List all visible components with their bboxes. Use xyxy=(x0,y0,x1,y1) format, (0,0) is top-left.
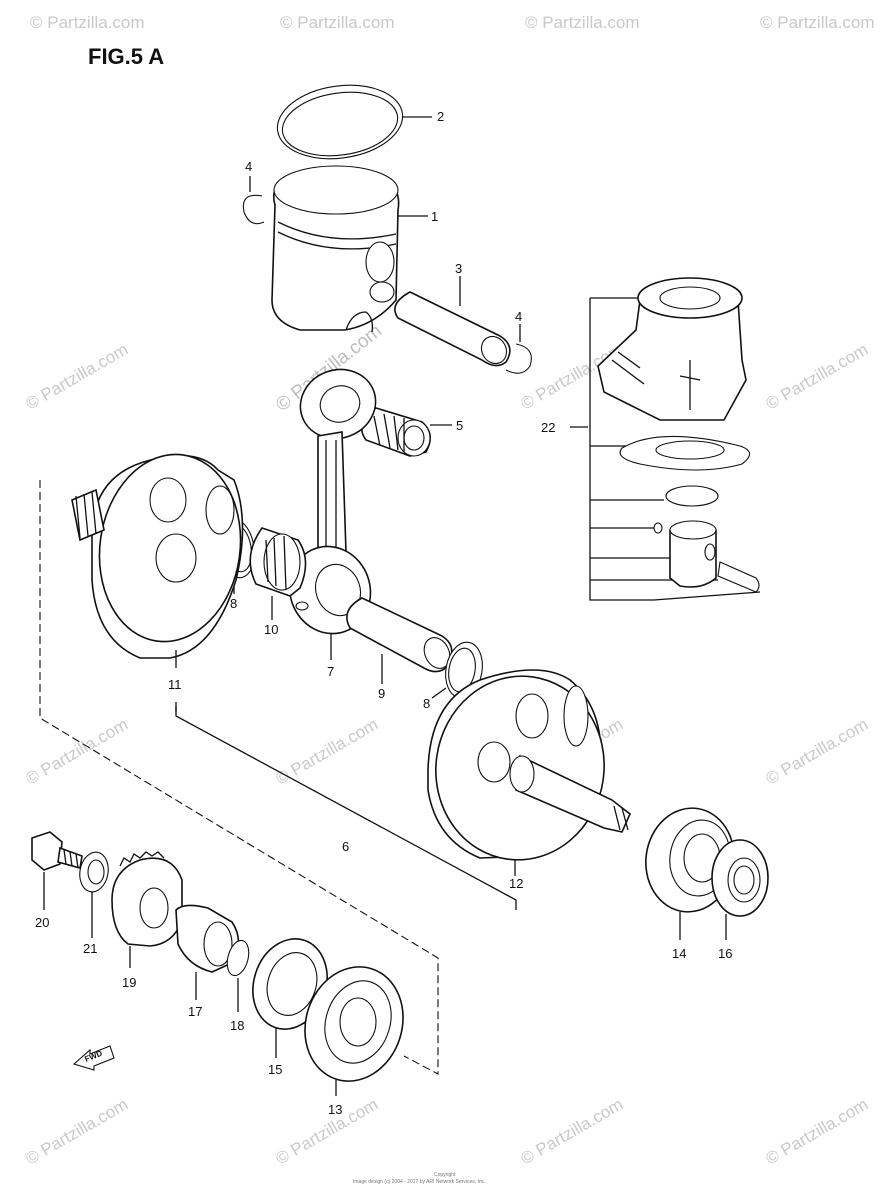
piston-ring[interactable] xyxy=(273,78,408,167)
crank-pin[interactable] xyxy=(346,597,455,673)
callout-number[interactable]: 18 xyxy=(230,1018,244,1033)
callout-number[interactable]: 3 xyxy=(455,261,462,276)
spacer[interactable] xyxy=(175,904,240,973)
callout-number[interactable]: 15 xyxy=(268,1062,282,1077)
callout-number[interactable]: 17 xyxy=(188,1004,202,1019)
callout-number[interactable]: 14 xyxy=(672,946,686,961)
primary-drive-gear[interactable] xyxy=(111,851,183,947)
big-end-bearing[interactable] xyxy=(249,527,307,597)
watermark-text: © Partzilla.com xyxy=(518,1095,627,1169)
callout-number[interactable]: 22 xyxy=(541,420,555,435)
callout-number[interactable]: 12 xyxy=(509,876,523,891)
callout-number[interactable]: 10 xyxy=(264,622,278,637)
callout-number[interactable]: 1 xyxy=(431,209,438,224)
washer[interactable] xyxy=(77,850,112,894)
watermark-text: © Partzilla.com xyxy=(763,715,872,789)
callout-number[interactable]: 5 xyxy=(456,418,463,433)
circlip[interactable] xyxy=(242,194,265,225)
watermark-text: © Partzilla.com xyxy=(30,13,145,32)
callout-number[interactable]: 16 xyxy=(718,946,732,961)
callout-number[interactable]: 8 xyxy=(423,696,430,711)
callout-number[interactable]: 6 xyxy=(342,839,349,854)
watermark-text: © Partzilla.com xyxy=(23,1095,132,1169)
watermark-text: © Partzilla.com xyxy=(525,13,640,32)
callout-number[interactable]: 19 xyxy=(122,975,136,990)
copyright-line-2: Image design (c) 2004 - 2017 by ARI Netw… xyxy=(353,1179,486,1185)
callout-number[interactable]: 13 xyxy=(328,1102,342,1117)
figure-title: FIG.5 A xyxy=(88,44,164,69)
callout-number[interactable]: 4 xyxy=(245,159,252,174)
oil-seal-right[interactable] xyxy=(711,839,769,917)
crank-bolt[interactable] xyxy=(31,831,83,871)
watermark-text: © Partzilla.com xyxy=(763,1095,872,1169)
callout-number[interactable]: 2 xyxy=(437,109,444,124)
watermark-text: © Partzilla.com xyxy=(273,1095,382,1169)
callout-number[interactable]: 20 xyxy=(35,915,49,930)
piston[interactable] xyxy=(271,165,400,333)
watermark-text: © Partzilla.com xyxy=(23,715,132,789)
callout-number[interactable]: 8 xyxy=(230,596,237,611)
copyright-line-1: Copyright xyxy=(434,1172,456,1178)
callout-number[interactable]: 11 xyxy=(168,677,182,692)
assembly-lines xyxy=(39,480,517,1075)
crank-bearing-left[interactable] xyxy=(290,954,417,1094)
watermark-text: © Partzilla.com xyxy=(760,13,875,32)
crankshaft-left[interactable] xyxy=(71,445,252,659)
watermark-text: © Partzilla.com xyxy=(280,13,395,32)
circlip[interactable] xyxy=(505,343,532,374)
cylinder-kit-inset[interactable] xyxy=(570,277,761,601)
callout-number[interactable]: 7 xyxy=(327,664,334,679)
piston-pin[interactable] xyxy=(394,291,512,368)
callout-number[interactable]: 9 xyxy=(378,686,385,701)
callout-labels: 2 1 3 4 4 5 22 8 10 7 9 8 11 6 12 14 16 … xyxy=(35,109,732,1117)
callout-number[interactable]: 21 xyxy=(83,941,97,956)
o-ring[interactable] xyxy=(224,938,253,978)
small-end-bearing[interactable] xyxy=(360,407,431,457)
watermark-text: © Partzilla.com xyxy=(23,340,132,414)
callout-number[interactable]: 4 xyxy=(515,309,522,324)
watermark-text: © Partzilla.com xyxy=(763,340,872,414)
forward-arrow-icon: FWD xyxy=(72,1045,115,1071)
crankshaft-right[interactable] xyxy=(424,665,631,871)
copyright-notice: Copyright Image design (c) 2004 - 2017 b… xyxy=(353,1172,486,1185)
